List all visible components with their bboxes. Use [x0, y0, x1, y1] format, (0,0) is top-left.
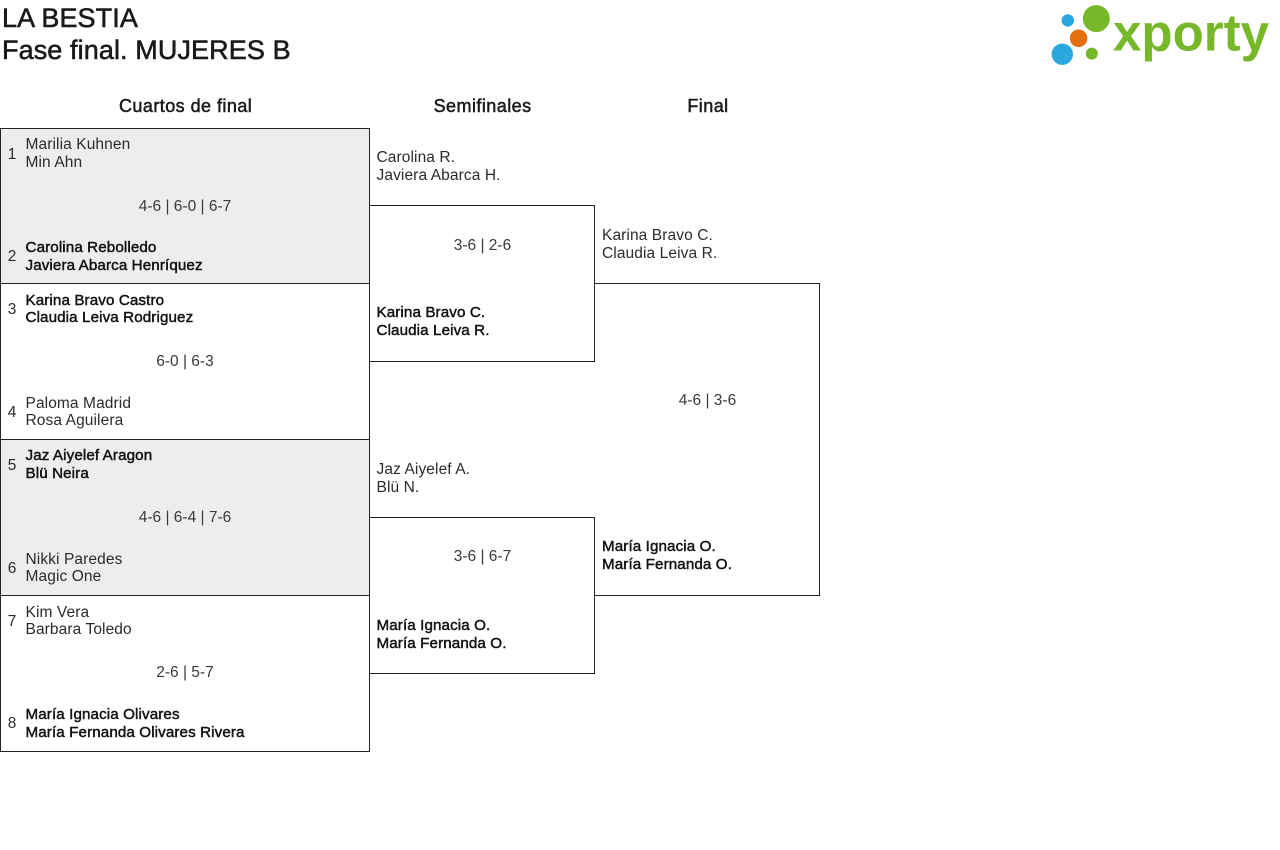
svg-text:xporty: xporty — [1113, 5, 1269, 63]
